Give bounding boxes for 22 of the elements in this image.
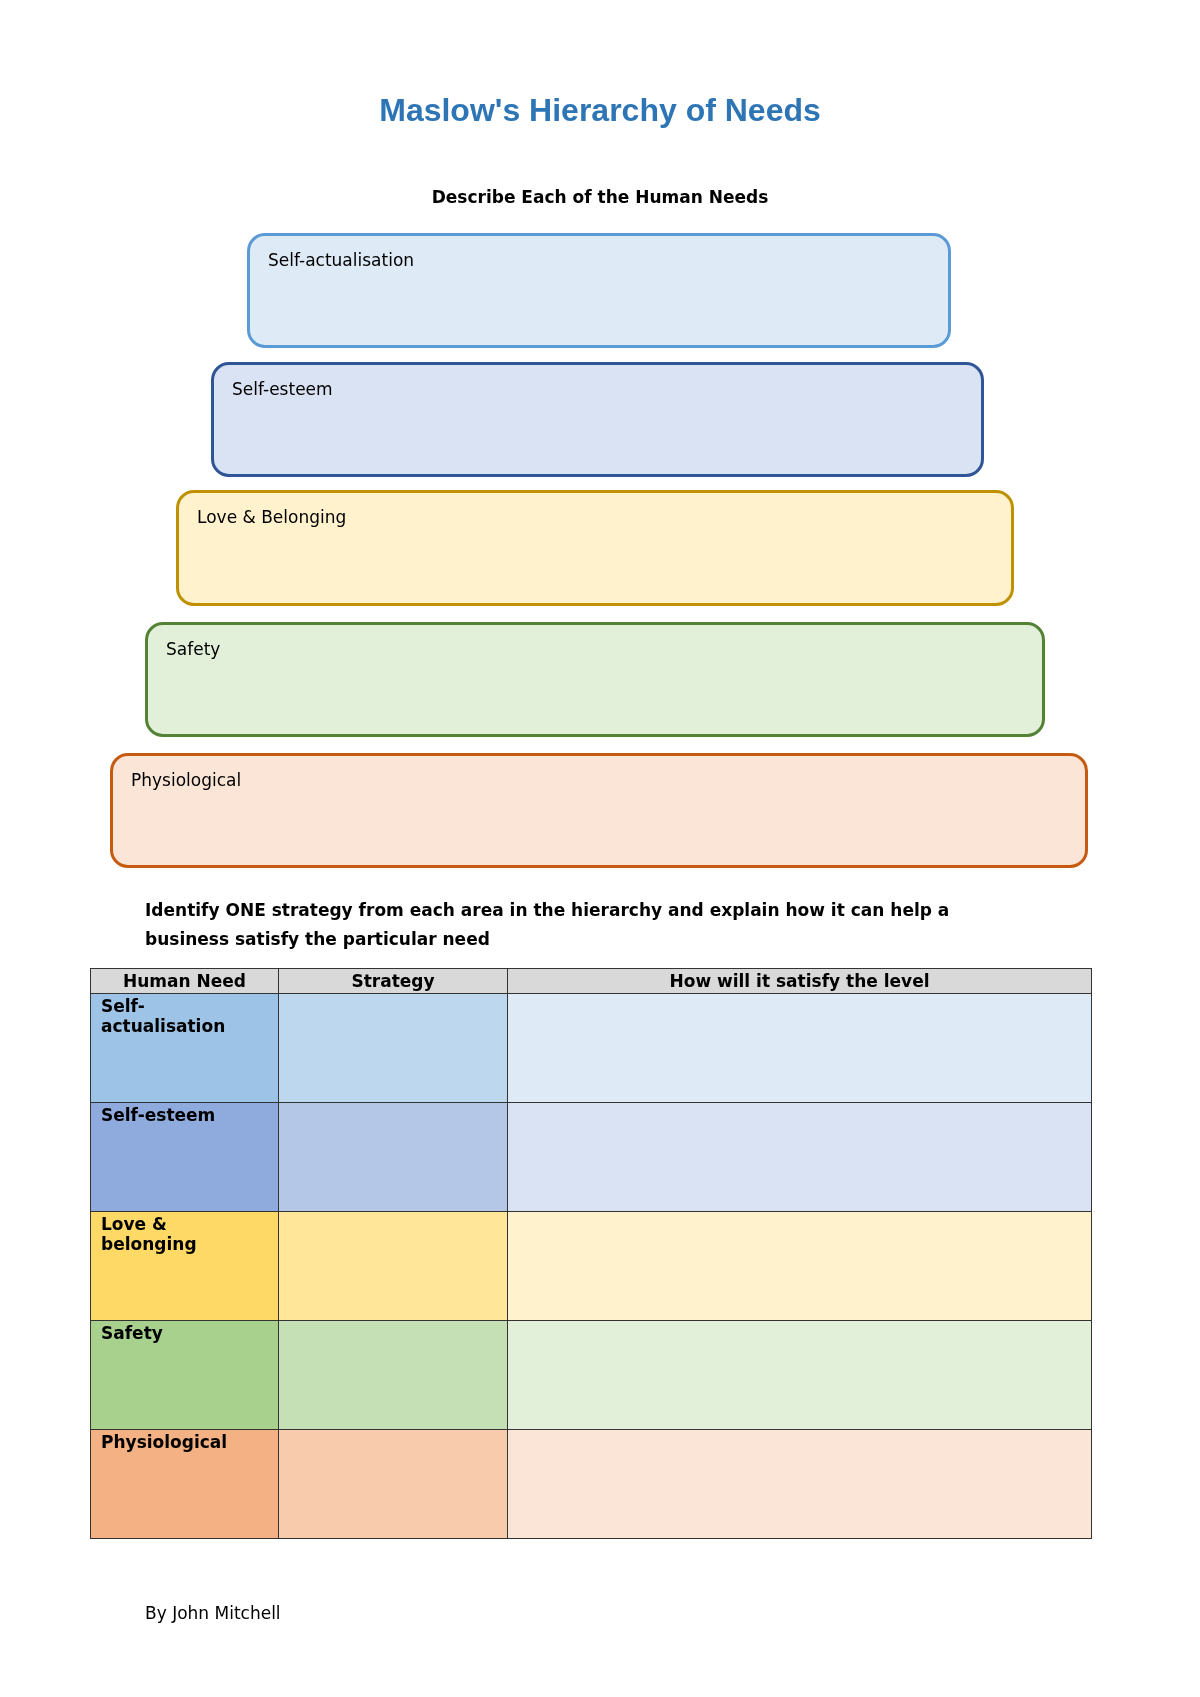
- title: Maslow's Hierarchy of Needs: [378, 92, 822, 129]
- subheading: Describe Each of the Human Needs: [430, 187, 770, 207]
- need-box: [176, 490, 1014, 606]
- need-box: [110, 753, 1088, 868]
- instruction-text: Identify ONE strategy from each area in the hierarchy and explain how it can help a business satisfy the particular need: [145, 899, 951, 951]
- need-label: Self-esteem: [232, 379, 333, 399]
- table-cell: Love & belonging: [90, 1211, 279, 1321]
- need-label: Self-actualisation: [268, 250, 415, 270]
- header-cell: Human Need: [90, 968, 279, 994]
- need-label: Physiological: [131, 770, 242, 790]
- need-box: [145, 622, 1045, 737]
- author-credit: By John Mitchell: [145, 1603, 281, 1623]
- table-cell: Self-esteem: [90, 1102, 279, 1212]
- need-box: [247, 233, 951, 348]
- need-label: Safety: [166, 639, 221, 659]
- header-cell: Strategy: [278, 968, 508, 994]
- header-cell: How will it satisfy the level: [507, 968, 1092, 994]
- need-label: Love & Belonging: [197, 507, 347, 527]
- table-cell: Safety: [90, 1320, 279, 1430]
- table-cell: Self-actualisation: [90, 993, 279, 1103]
- table-cell: Physiological: [90, 1429, 279, 1539]
- need-box: [211, 362, 984, 477]
